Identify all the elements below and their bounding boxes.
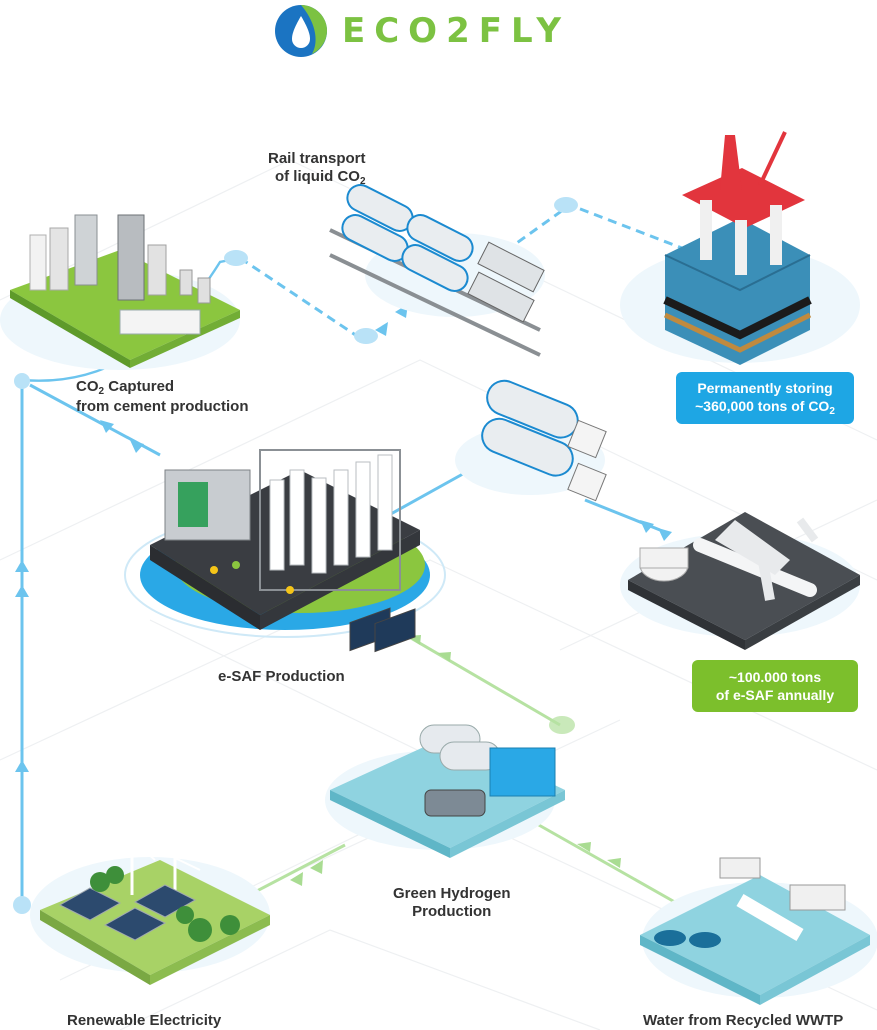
storage-badge: Permanently storing ~360,000 tons of CO2 [676,372,854,424]
esaf-badge-line2: of e-SAF annually [715,687,835,703]
storage-badge-sub: 2 [829,405,835,417]
co2-arrowheads [15,304,672,772]
renewable-electricity-label: Renewable Electricity [67,1012,222,1029]
green-hydrogen-label: Green Hydrogen Production [393,885,511,921]
renewable-farm [30,807,270,985]
offshore-platform [620,131,860,365]
flow-nodes [13,197,578,914]
water-wwtp-label: Water from Recycled WWTP [643,1012,844,1029]
rail-transport-label: Rail transport of liquid CO2 [268,150,366,188]
co2-captured-label: CO2 Captured from cement production [76,378,249,416]
wastewater-plant [640,857,877,1005]
rail-label-co: of liquid CO [274,168,360,185]
captured-label-line1: CO2 Captured [76,378,249,398]
rail-label-line2: of liquid CO2 [268,168,366,188]
logo-wordmark: ECO2FLY [342,11,570,51]
esaf-production-label: e-SAF Production [218,668,345,685]
rail-train [329,184,545,357]
hydrogen-plant [325,607,565,858]
esaf-badge-line1: ~100.000 tons [728,669,822,685]
cement-plant [0,214,240,370]
tanker-trucks [455,379,607,502]
storage-badge-line1: Permanently storing [697,379,833,396]
eco2fly-drop-logo-icon [275,5,327,57]
hydrogen-label-line1: Green Hydrogen [393,885,511,902]
captured-suffix: Captured [104,378,175,395]
rail-label-line1: Rail transport [268,150,366,167]
eco2fly-logo: ECO2FLY [272,4,570,58]
rail-label-sub: 2 [359,176,366,187]
hydrogen-label-line2: Production [412,903,492,920]
storage-badge-line2: ~360,000 tons of CO2 [676,397,854,418]
captured-label-line2: from cement production [76,398,249,415]
captured-sub: 2 [98,386,105,397]
captured-co: CO [76,378,99,395]
esaf-annual-badge: ~100.000 tons of e-SAF annually [692,660,858,712]
esaf-plant [124,449,446,638]
storage-badge-co: ~360,000 tons of CO [695,397,830,414]
airport-plane [620,512,860,650]
